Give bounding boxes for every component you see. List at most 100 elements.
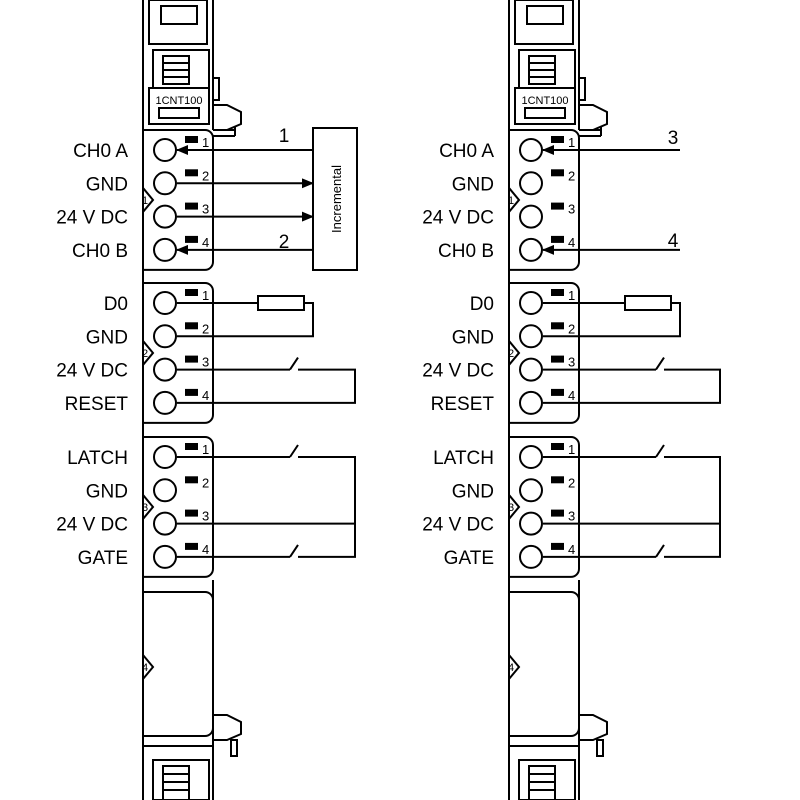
terminal-circle: [519, 237, 543, 262]
switch-blade: [655, 544, 665, 558]
terminal-block: [143, 436, 214, 578]
signal-label: GATE: [78, 548, 128, 569]
callout: 1: [279, 126, 290, 147]
signal-label: D0: [470, 294, 494, 315]
group-marker: [508, 494, 521, 520]
label-plate: [148, 87, 210, 125]
terminal-circle: [153, 237, 177, 262]
wire-latch: [664, 456, 721, 558]
switch-blade: [655, 444, 665, 458]
group-marker: [508, 340, 521, 366]
group-number: 3: [142, 502, 148, 514]
led-indicator: [551, 509, 564, 517]
led-indicator: [185, 136, 198, 143]
signal-label: D0: [104, 294, 128, 315]
led-indicator: [185, 388, 198, 396]
pin-number: 1: [202, 442, 209, 457]
led-indicator: [551, 388, 564, 396]
pin-number: 3: [568, 202, 575, 217]
side-clip: [579, 104, 608, 131]
pin-number: 2: [202, 321, 209, 336]
pin-number: 3: [568, 355, 575, 370]
led-indicator: [185, 289, 198, 296]
side-tab: [212, 77, 220, 101]
group-number: 2: [142, 348, 148, 360]
group-marker: [508, 654, 521, 680]
signal-label: GND: [452, 174, 494, 195]
terminal-circle: [519, 204, 543, 229]
terminal-circle: [153, 511, 177, 536]
led-indicator: [185, 235, 198, 243]
label-window: [158, 107, 200, 119]
terminal-circle: [153, 357, 177, 382]
side-clip: [579, 714, 608, 741]
signal-label: 24 V DC: [56, 208, 128, 229]
terminal-circle: [153, 390, 177, 415]
terminal-block: [509, 129, 580, 271]
side-clip: [213, 104, 242, 131]
terminal-circle: [153, 204, 177, 229]
led-indicator: [551, 355, 564, 363]
group-number: 4: [508, 662, 514, 674]
terminal-circle: [519, 544, 543, 569]
pin-number: 2: [202, 475, 209, 490]
group-number: 1: [142, 195, 148, 207]
terminal-circle: [519, 291, 543, 315]
encoder-label: Incremental: [329, 165, 344, 233]
signal-label: GND: [86, 327, 128, 348]
terminal-circle: [153, 138, 177, 162]
pin-number: 2: [202, 168, 209, 183]
signal-label: GND: [452, 481, 494, 502]
signal-label: CH0 A: [439, 141, 494, 162]
terminal-circle: [153, 544, 177, 569]
side-tab: [596, 739, 604, 757]
group-number: 4: [142, 662, 148, 674]
group-marker: [142, 187, 155, 213]
wire-reset: [177, 368, 356, 404]
group-marker: [142, 494, 155, 520]
led-indicator: [551, 476, 564, 484]
top-latch-detail: [160, 5, 198, 25]
signal-label: GND: [86, 174, 128, 195]
terminal-block: [143, 129, 214, 271]
led-indicator: [551, 289, 564, 296]
led-indicator: [551, 169, 564, 177]
side-tab: [578, 77, 586, 101]
pin-number: 4: [202, 235, 209, 250]
terminal-circle: [519, 324, 543, 349]
pin-number: 1: [568, 135, 575, 150]
group-number: 3: [508, 502, 514, 514]
signal-label: GND: [452, 327, 494, 348]
terminal-block: [509, 436, 580, 578]
signal-label: GND: [86, 481, 128, 502]
pin-number: 3: [202, 509, 209, 524]
pin-number: 4: [202, 388, 209, 403]
switch-blade: [289, 357, 299, 371]
callout: 3: [668, 128, 679, 149]
terminal-circle: [153, 291, 177, 315]
callout: 4: [668, 231, 679, 252]
module-label: 1CNT100: [521, 95, 568, 107]
pin-number: 2: [568, 321, 575, 336]
terminal-circle: [153, 324, 177, 349]
terminal-block: [143, 282, 214, 424]
bottom-latch: [152, 759, 210, 800]
pin-number: 4: [202, 542, 209, 557]
side-tab: [230, 739, 238, 757]
wire-reset: [543, 368, 721, 404]
led-indicator: [185, 169, 198, 177]
signal-label: GATE: [444, 548, 494, 569]
terminal-block-blank: [509, 591, 580, 737]
label-window: [524, 107, 566, 119]
signal-label: RESET: [65, 394, 129, 415]
pin-number: 3: [568, 509, 575, 524]
signal-label: LATCH: [433, 448, 494, 469]
pin-number: 4: [568, 235, 575, 250]
wire-load: [177, 302, 314, 338]
signal-label: CH0 A: [73, 141, 128, 162]
terminal-block: [509, 282, 580, 424]
encoder-box: [312, 127, 358, 271]
led-indicator: [551, 235, 564, 243]
pin-number: 3: [202, 355, 209, 370]
